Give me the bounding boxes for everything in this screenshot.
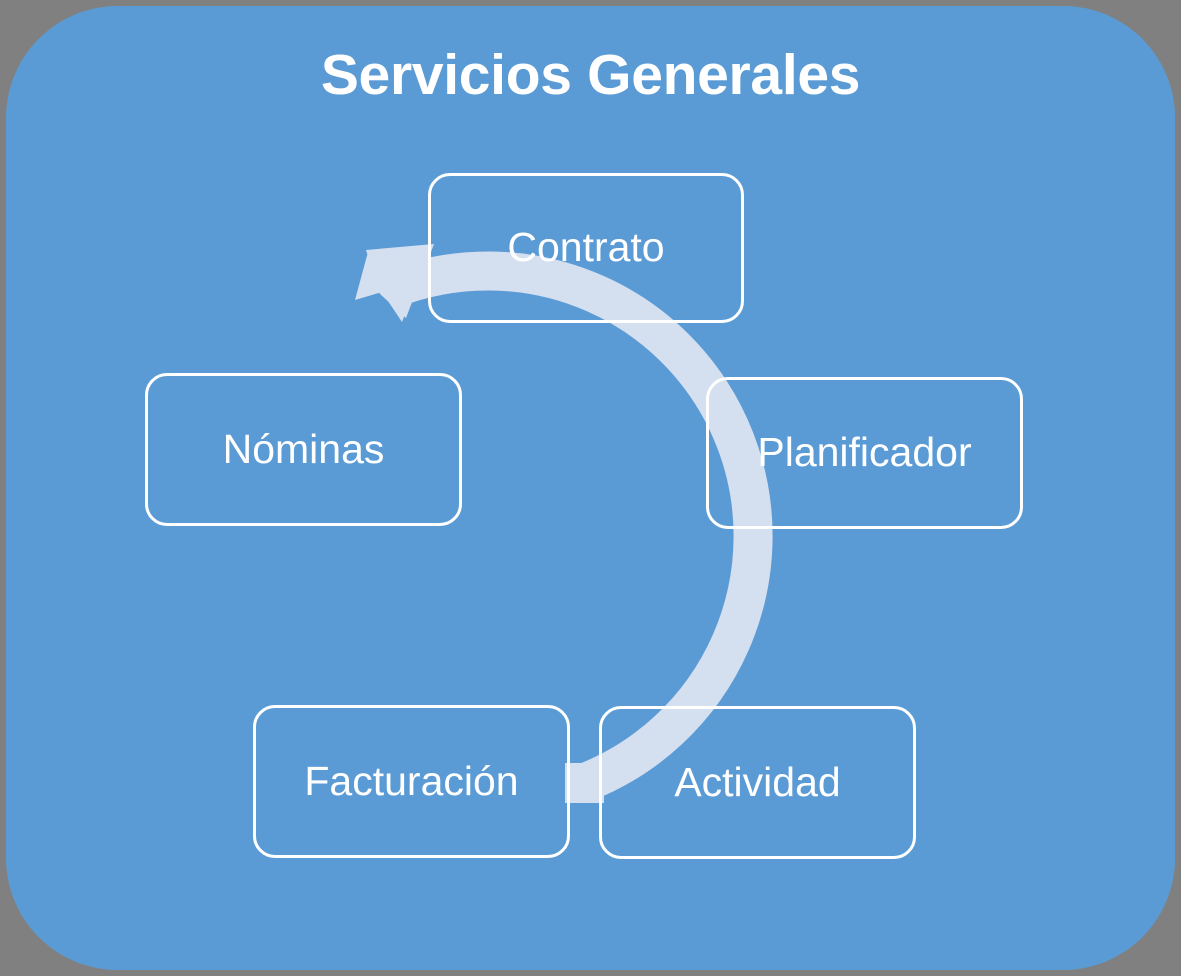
- node-contrato[interactable]: Contrato: [428, 173, 744, 323]
- page-title: Servicios Generales: [320, 43, 861, 107]
- node-facturacion-label: Facturación: [304, 757, 519, 804]
- slide-background: [6, 6, 1175, 970]
- node-actividad[interactable]: Actividad: [599, 706, 916, 859]
- node-facturacion[interactable]: Facturación: [253, 705, 570, 858]
- node-nominas[interactable]: Nóminas: [145, 373, 462, 526]
- node-actividad-label: Actividad: [674, 758, 841, 805]
- node-planificador-label: Planificador: [757, 429, 972, 476]
- node-planificador[interactable]: Planificador: [706, 377, 1023, 529]
- node-nominas-label: Nóminas: [222, 425, 385, 472]
- node-contrato-label: Contrato: [507, 224, 665, 271]
